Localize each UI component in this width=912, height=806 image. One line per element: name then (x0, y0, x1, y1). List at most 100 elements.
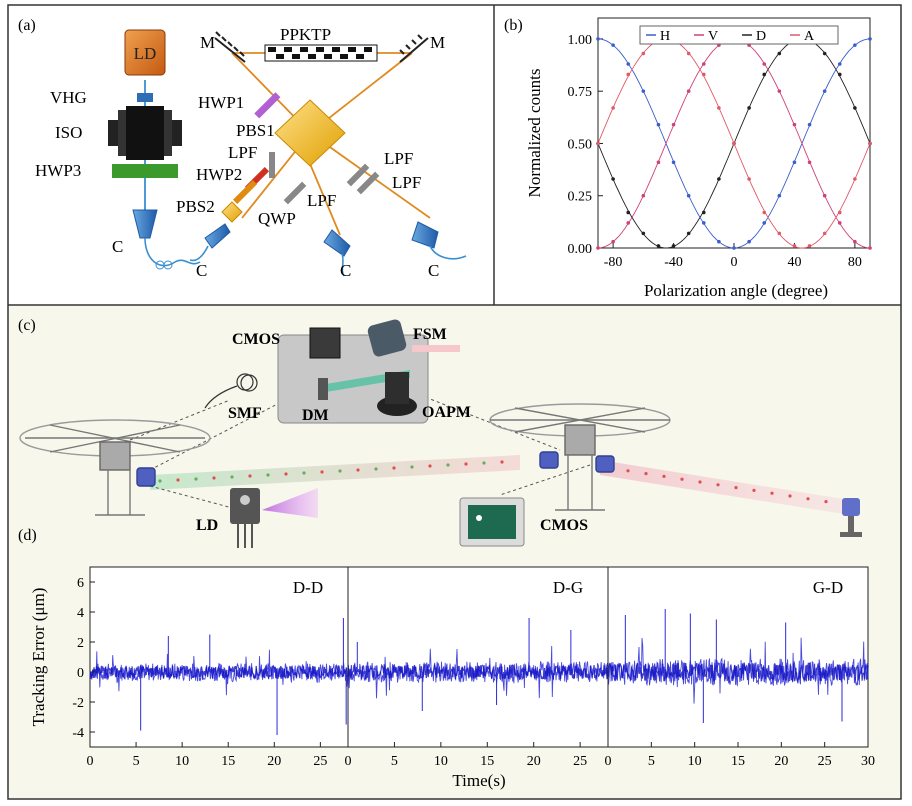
beam-dot (770, 491, 774, 495)
panel-c-letter: (c) (18, 317, 36, 334)
chart-d-y-tick-label: -2 (72, 696, 84, 711)
vhg-icon (137, 93, 153, 102)
chart-b-point-H (596, 37, 600, 41)
label-ppktp: PPKTP (280, 25, 331, 44)
chart-b-point-H (701, 221, 706, 225)
chart-b-point-D (686, 231, 691, 236)
chart-b-point-V (611, 239, 615, 244)
lpf3-icon (346, 163, 370, 187)
chart-b-point-D (837, 72, 842, 77)
lpf4-icon (356, 171, 380, 195)
label-qwp: QWP (258, 209, 296, 228)
beam-dot (644, 472, 648, 476)
chart-b-x-tick-label: 40 (787, 255, 801, 270)
panel-b-letter: (b) (504, 17, 523, 34)
chart-d-x-tick-label: 0 (605, 754, 612, 769)
chart-d-subplot-name: D-G (553, 578, 583, 597)
chart-d-x-title: Time(s) (452, 771, 505, 790)
beam-dot (482, 461, 486, 465)
chart-b-point-V (822, 193, 827, 198)
mirror-right-icon (399, 34, 429, 63)
chart-b-point-A (762, 210, 767, 215)
chart-d-plot-area (89, 566, 869, 748)
mirror-left-icon (214, 31, 246, 63)
chart-d-x-tick-label: 10 (175, 754, 189, 769)
label-pbs1: PBS1 (236, 121, 275, 140)
chart-b-point-V (868, 246, 872, 250)
label-lpf1: LPF (228, 143, 257, 162)
chart-b-point-A (853, 177, 857, 181)
chart-d-x-tick-label: 20 (527, 754, 541, 769)
chart-b-x-tick-label: 80 (848, 255, 862, 270)
beam-dot (716, 483, 720, 487)
chart-d-y-tick-label: 4 (77, 606, 84, 621)
chart-b-point-V (701, 62, 706, 66)
laser-diode-icon (124, 29, 166, 76)
chart-b-point-A (747, 177, 751, 181)
chart-b-point-A (701, 72, 706, 77)
chart-b-y-tick-label: 0.75 (568, 85, 593, 100)
label-hwp3: HWP3 (35, 161, 81, 180)
beam-dot (158, 479, 162, 483)
label-hwp2: HWP2 (196, 165, 242, 184)
chart-b-y-tick-label: 1.00 (568, 33, 593, 48)
panel-a: (a) LD VHG ISO HWP3 (18, 17, 467, 280)
chart-b-point-V (686, 89, 691, 93)
chart-b-point-V (641, 193, 646, 198)
chart-b-point-H (626, 62, 631, 66)
chart-b-point-D (822, 51, 827, 56)
beam-dot (212, 476, 216, 480)
chart-b-y-tick-label: 0.50 (568, 137, 593, 152)
chart-b-point-H (732, 246, 736, 250)
chart-d-x-tick-label: 20 (774, 754, 788, 769)
chart-b-legend-label: H (660, 29, 670, 44)
chart-b-series (596, 37, 872, 250)
ground-station-icon (840, 498, 862, 537)
label-vhg: VHG (50, 88, 87, 107)
link-dashed-1 (149, 381, 321, 471)
drone-left-icon (19, 419, 211, 516)
chart-d-y-tick-label: 6 (77, 576, 84, 591)
cmos-camera-icon (309, 327, 341, 359)
chart-b-x-tick-label: -40 (664, 255, 683, 270)
beam-red-icon (600, 460, 850, 515)
chart-b-point-H (686, 193, 691, 198)
chart-b-point-A (641, 51, 646, 56)
chart-b-point-V (777, 89, 782, 93)
chart-b-point-H (656, 122, 661, 127)
chart-d-x-tick-label: 5 (648, 754, 655, 769)
chart-b-point-A (596, 141, 600, 146)
label-fsm: FSM (413, 326, 447, 343)
chart-b-point-D (626, 210, 631, 215)
beam-dot (698, 480, 702, 484)
chart-b-x-title: Polarization angle (degree) (644, 281, 828, 300)
oapm-mount-icon (385, 372, 409, 404)
beam-dot (464, 462, 468, 466)
chart-d-x-tick-label: 0 (87, 754, 94, 769)
beam-dot (266, 473, 270, 477)
collimator-1-icon (132, 209, 201, 270)
beam-dot (662, 474, 666, 478)
beam-dot (734, 486, 738, 490)
chart-d-x-tick-label: 15 (731, 754, 745, 769)
chart-b-point-H (747, 239, 751, 244)
beam-dot (338, 469, 342, 473)
chart-b-point-H (717, 239, 721, 244)
chart-b-point-A (732, 141, 736, 146)
pbs2-cube-icon (221, 201, 243, 223)
chart-b-point-H (807, 122, 812, 127)
chart-d-traces (89, 609, 869, 735)
chart-b-point-V (792, 122, 797, 127)
beam-dot (806, 497, 810, 501)
chart-d-x-tick-label: 25 (313, 754, 327, 769)
label-mirror-right: M (430, 33, 445, 52)
link-dashed-4 (499, 464, 591, 496)
beam-pink-icon (412, 345, 460, 352)
beam-dot (788, 494, 792, 498)
label-c2: C (196, 261, 207, 280)
chart-b-point-V (807, 160, 812, 165)
chart-b-point-A (717, 106, 721, 110)
label-iso: ISO (55, 123, 82, 142)
